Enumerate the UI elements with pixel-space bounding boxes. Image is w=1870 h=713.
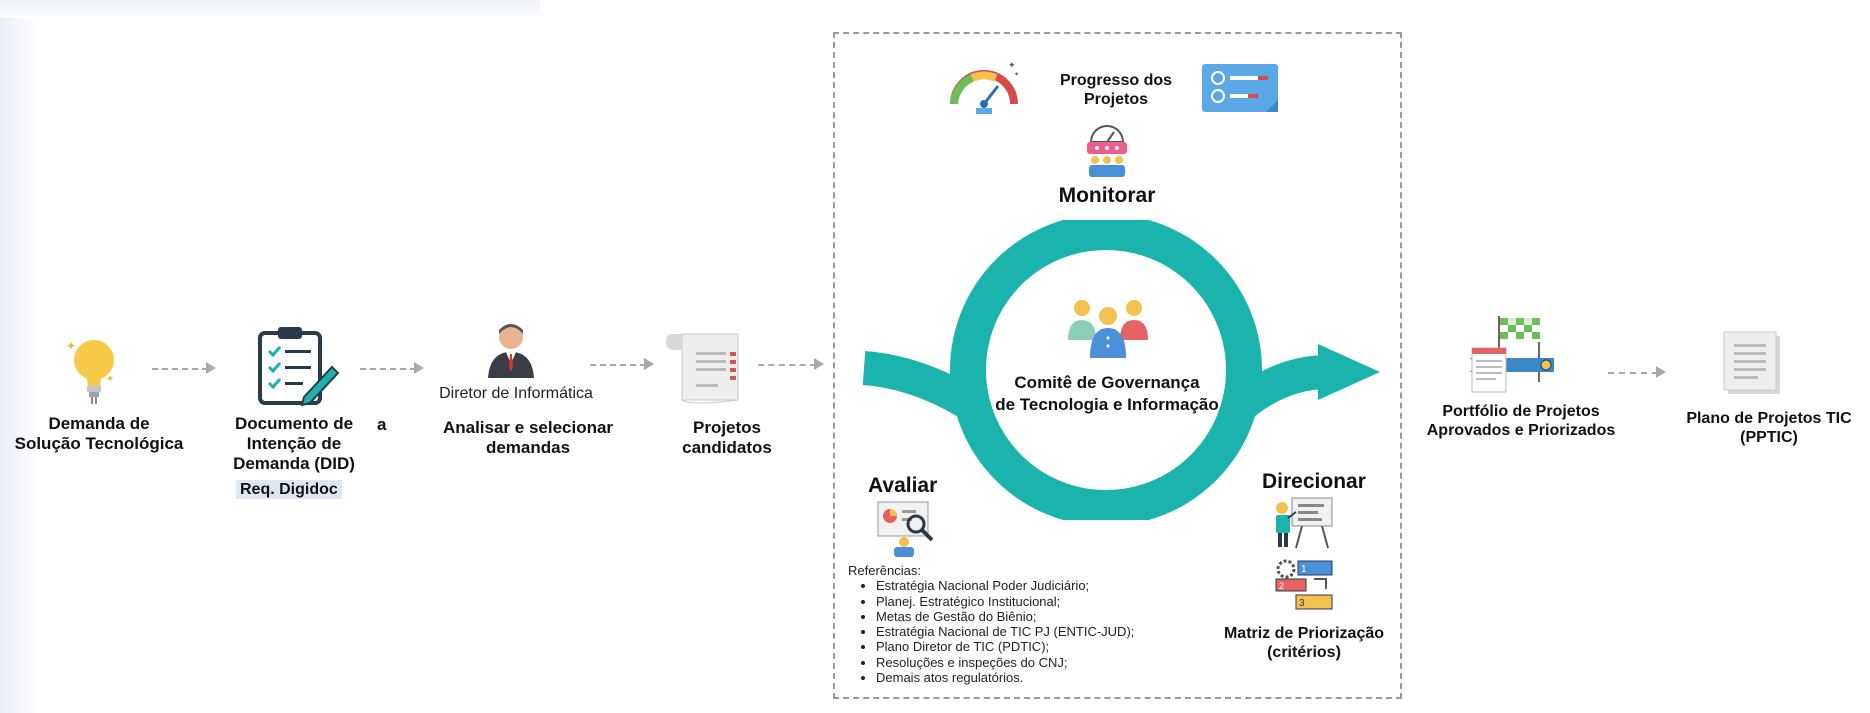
flow-arrow-3 — [590, 364, 646, 366]
lightbulb-icon: ✦ ✦ — [62, 336, 122, 406]
diretor-label: Diretor de Informática — [439, 385, 593, 402]
referencia-item: Resoluções e inspeções do CNJ; — [876, 655, 1188, 670]
referencias-list: Estratégia Nacional Poder Judiciário; Pl… — [848, 578, 1188, 685]
analisar-label: Analisar e selecionar demandas — [442, 418, 614, 457]
speedometer-icon: ✦ ✦ — [946, 58, 1022, 118]
matriz-label: Matriz de Priorização (critérios) — [1223, 625, 1385, 661]
monitorar-label: Monitorar — [1058, 184, 1156, 207]
req-digidoc-badge: Req. Digidoc — [236, 480, 342, 499]
flow-arrow-5 — [1608, 372, 1658, 374]
director-person-icon — [486, 322, 536, 378]
referencia-item: Estratégia Nacional de TIC PJ (ENTIC-JUD… — [876, 624, 1188, 639]
referencia-item: Planej. Estratégico Institucional; — [876, 594, 1188, 609]
documento-label: Documento de Intenção de Demanda (DID) — [233, 414, 355, 473]
cycle-left-sweep — [862, 351, 986, 423]
documento-suffix: a — [377, 415, 387, 434]
document-icon — [1722, 330, 1784, 396]
referencia-item: Demais atos regulatórios. — [876, 670, 1188, 685]
finish-flag-icon — [1468, 314, 1564, 394]
portfolio-label: Portfólio de Projetos Aprovados e Priori… — [1426, 403, 1616, 439]
team-icon — [1062, 296, 1154, 360]
flow-arrow-2-head — [414, 362, 424, 374]
referencias-block: Referências: Estratégia Nacional Poder J… — [848, 563, 1188, 685]
referencia-item: Estratégia Nacional Poder Judiciário; — [876, 578, 1188, 593]
req-badge-wrap: Req. Digidoc — [236, 480, 342, 499]
svg-text:3: 3 — [1299, 598, 1305, 609]
direcionar-label: Direcionar — [1262, 470, 1366, 493]
cycle-arrow-head — [1318, 344, 1380, 400]
demanda-label: Demanda de Solução Tecnológica — [14, 414, 184, 453]
svg-text:✦: ✦ — [1014, 71, 1019, 78]
projetos-candidatos-label: Projetos candidatos — [682, 418, 772, 457]
avaliar-label: Avaliar — [868, 474, 938, 497]
checklist-clipboard-icon — [256, 327, 340, 407]
flow-arrow-1 — [152, 368, 208, 370]
flow-arrow-4 — [758, 364, 816, 366]
flow-arrow-5-head — [1656, 366, 1666, 378]
flow-arrow-1-head — [206, 362, 216, 374]
svg-text:✦: ✦ — [106, 374, 114, 385]
flow-arrow-3-head — [644, 358, 654, 370]
teacher-board-icon — [1272, 496, 1334, 550]
background-gradient-top — [0, 0, 540, 18]
svg-text:✦: ✦ — [1008, 60, 1016, 70]
referencia-item: Plano Diretor de TIC (PDTIC); — [876, 639, 1188, 654]
svg-text:✦: ✦ — [66, 339, 76, 353]
svg-text:2: 2 — [1279, 581, 1284, 591]
plano-label: Plano de Projetos TIC (PPTIC) — [1686, 410, 1852, 446]
background-gradient — [0, 0, 40, 713]
flow-arrow-4-head — [814, 358, 824, 370]
referencia-item: Metas de Gestão do Biênio; — [876, 609, 1188, 624]
priority-matrix-icon: 1 2 3 — [1274, 559, 1336, 611]
analysis-board-icon — [876, 500, 936, 558]
governance-panel — [833, 32, 1402, 699]
comite-label: Comitê de Governança de Tecnologia e Inf… — [995, 373, 1219, 414]
checklist-card-icon — [1200, 62, 1280, 116]
presenter-icon — [1083, 122, 1131, 180]
svg-text:1: 1 — [1301, 564, 1307, 575]
governance-cycle-diagram — [862, 220, 1380, 520]
scroll-document-icon — [666, 330, 746, 406]
flow-arrow-2 — [360, 368, 416, 370]
cycle-right-sweep — [1226, 355, 1329, 422]
progresso-label: Progresso dos Projetos — [1059, 72, 1173, 108]
referencias-title: Referências: — [848, 563, 921, 578]
